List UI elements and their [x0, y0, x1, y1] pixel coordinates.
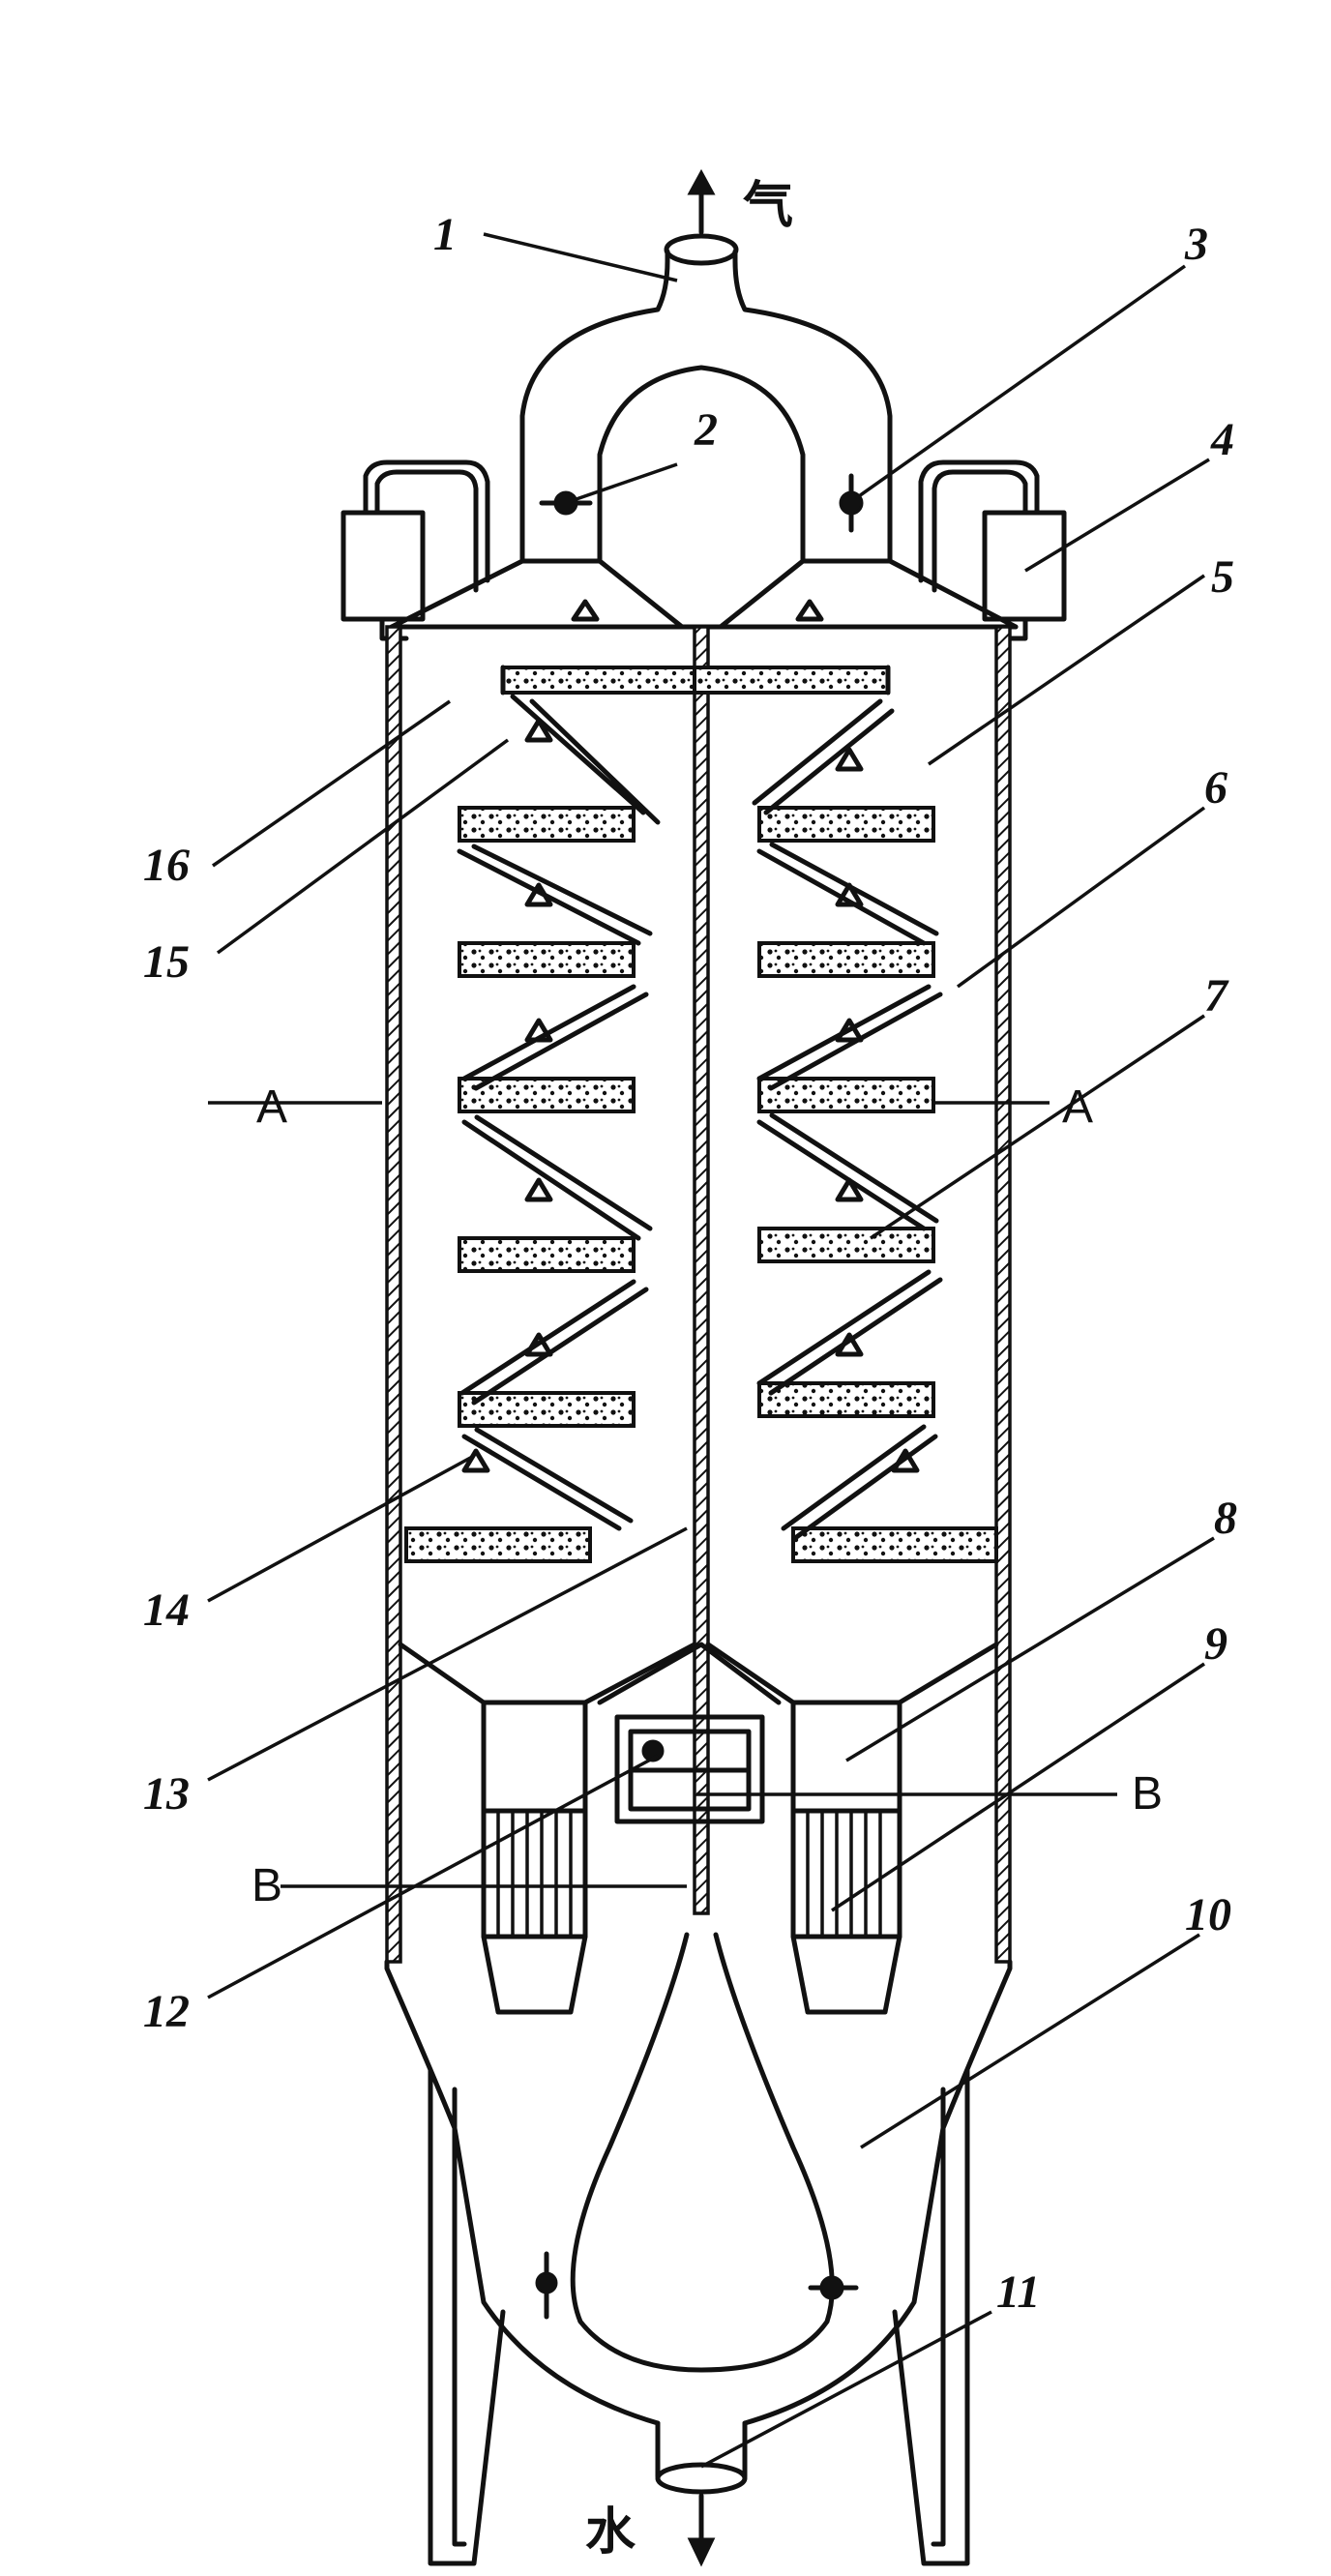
- label-5: 5: [1211, 551, 1234, 603]
- vessel-walls: [385, 625, 1012, 1964]
- water-outlet-label: 水: [585, 2502, 636, 2561]
- side-unit-left: [340, 459, 490, 641]
- section-a-left: A: [256, 1081, 287, 1133]
- label-4: 4: [1210, 414, 1234, 465]
- label-6: 6: [1204, 762, 1227, 814]
- bottom-valve-left: [535, 2251, 558, 2320]
- left-column-trays: [404, 665, 891, 1563]
- label-13: 13: [143, 1768, 190, 1820]
- label-14: 14: [143, 1584, 190, 1636]
- gas-outlet-dome: [519, 168, 893, 564]
- roof-cones: [389, 558, 1019, 630]
- label-3: 3: [1184, 219, 1208, 270]
- label-11: 11: [996, 2266, 1040, 2318]
- dome-valve-right: [839, 473, 864, 533]
- bottom-cone: [384, 1932, 1013, 2567]
- label-2: 2: [694, 404, 718, 456]
- label-15: 15: [143, 936, 190, 988]
- diagram-labels: 气 水 1 2 3 4 5 6 7 8 9 10 11 12 13 14 15 …: [143, 176, 1237, 2561]
- gas-outlet-label: 气: [743, 176, 793, 235]
- side-unit-right: [918, 459, 1067, 641]
- right-column-trays: [752, 698, 998, 1563]
- label-16: 16: [143, 840, 190, 891]
- label-7: 7: [1204, 970, 1229, 1022]
- section-b-right: B: [1132, 1768, 1163, 1820]
- label-1: 1: [433, 209, 457, 260]
- label-8: 8: [1214, 1493, 1237, 1544]
- section-b-left: B: [251, 1860, 282, 1911]
- bottom-valve-right: [808, 2275, 859, 2300]
- label-12: 12: [143, 1986, 190, 2037]
- leader-lines: [207, 232, 1215, 2469]
- label-9: 9: [1204, 1618, 1227, 1670]
- dome-valve-left: [539, 490, 593, 516]
- label-10: 10: [1185, 1889, 1231, 1940]
- section-a-right: A: [1062, 1081, 1093, 1133]
- lower-section: [398, 1642, 999, 2015]
